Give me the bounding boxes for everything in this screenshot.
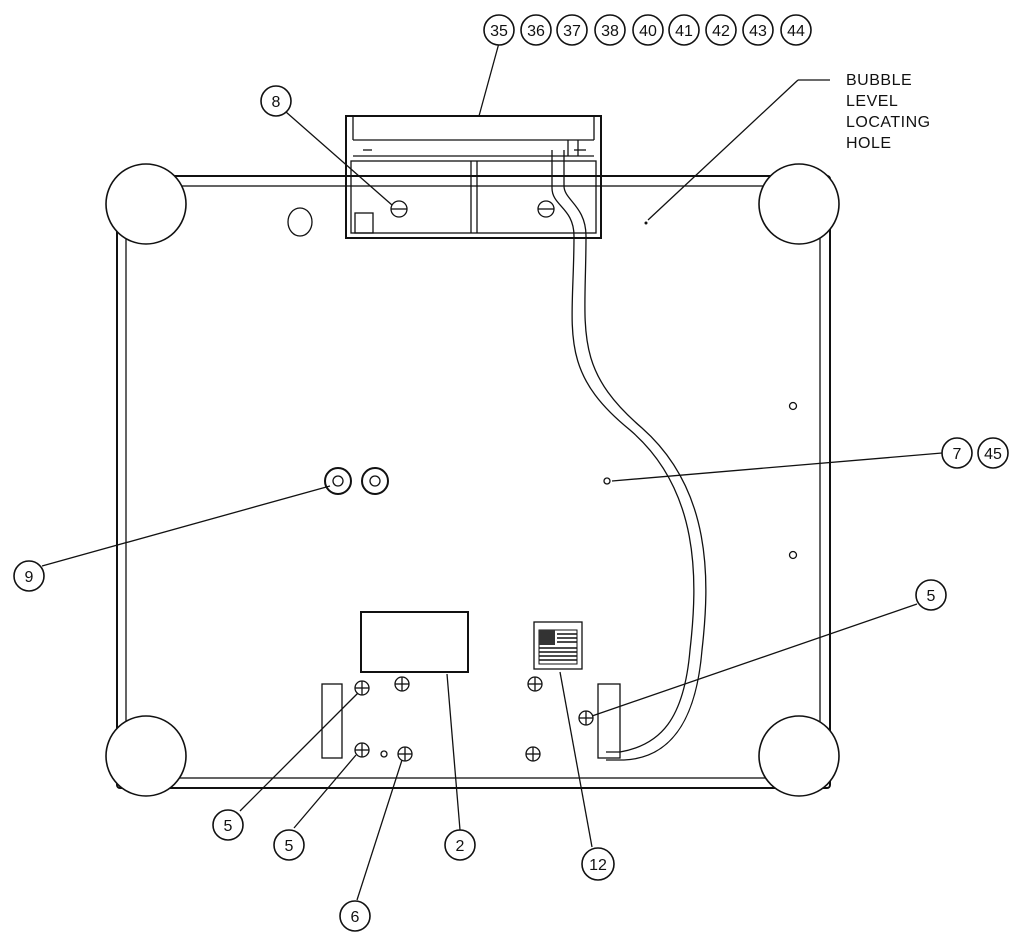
svg-text:5: 5	[224, 818, 233, 835]
callout-5-left-a: 5	[212, 809, 244, 841]
callout-45: 45	[984, 446, 1002, 463]
callout-44: 44	[787, 23, 805, 40]
bubble-level-hole	[644, 221, 648, 225]
svg-text:2: 2	[456, 838, 465, 855]
foot-bottom-right	[758, 715, 840, 797]
leader-lines	[41, 42, 943, 901]
label-plate	[360, 611, 469, 673]
studs	[324, 467, 389, 495]
callout-6: 6	[339, 900, 371, 932]
callout-37: 37	[563, 23, 581, 40]
svg-text:5: 5	[927, 588, 936, 605]
svg-text:8: 8	[272, 94, 281, 111]
hole	[788, 550, 798, 560]
note-line-3: LOCATING	[846, 114, 931, 131]
callout-top-row: 35 36 37 38 40 41 42 43 44	[483, 14, 812, 46]
mounting-hole	[287, 207, 313, 237]
svg-text:12: 12	[589, 857, 607, 874]
callout-35: 35	[490, 23, 508, 40]
slot-right	[597, 683, 621, 759]
cable	[551, 150, 707, 761]
foot-top-right	[758, 163, 840, 245]
callout-2: 2	[444, 829, 476, 861]
callout-8: 8	[260, 85, 292, 117]
indicator-bracket	[345, 115, 602, 239]
callout-7-45: 7 45	[941, 437, 1009, 469]
callout-5-left-b: 5	[273, 829, 305, 861]
flag-label	[533, 621, 583, 670]
note-line-2: LEVEL	[846, 93, 898, 110]
svg-text:6: 6	[351, 909, 360, 926]
callout-42: 42	[712, 23, 730, 40]
callout-41: 41	[675, 23, 693, 40]
note-line-4: HOLE	[846, 135, 892, 152]
callout-5-right: 5	[915, 579, 947, 611]
foot-bottom-left	[105, 715, 187, 797]
hole	[788, 401, 798, 411]
callout-7: 7	[953, 446, 962, 463]
svg-text:9: 9	[25, 569, 34, 586]
callout-40: 40	[639, 23, 657, 40]
callout-36: 36	[527, 23, 545, 40]
svg-text:5: 5	[285, 838, 294, 855]
platform-outline	[116, 175, 831, 789]
callout-38: 38	[601, 23, 619, 40]
corner-feet	[105, 163, 840, 797]
foot-top-left	[105, 163, 187, 245]
callout-43: 43	[749, 23, 767, 40]
note-line-1: BUBBLE	[846, 72, 912, 89]
slot-left	[321, 683, 343, 759]
hole-7	[603, 477, 611, 485]
callout-12: 12	[581, 847, 615, 881]
bubble-level-note: BUBBLE LEVEL LOCATING HOLE	[846, 72, 931, 152]
cross-screws	[354, 676, 594, 762]
callout-9: 9	[13, 560, 45, 592]
